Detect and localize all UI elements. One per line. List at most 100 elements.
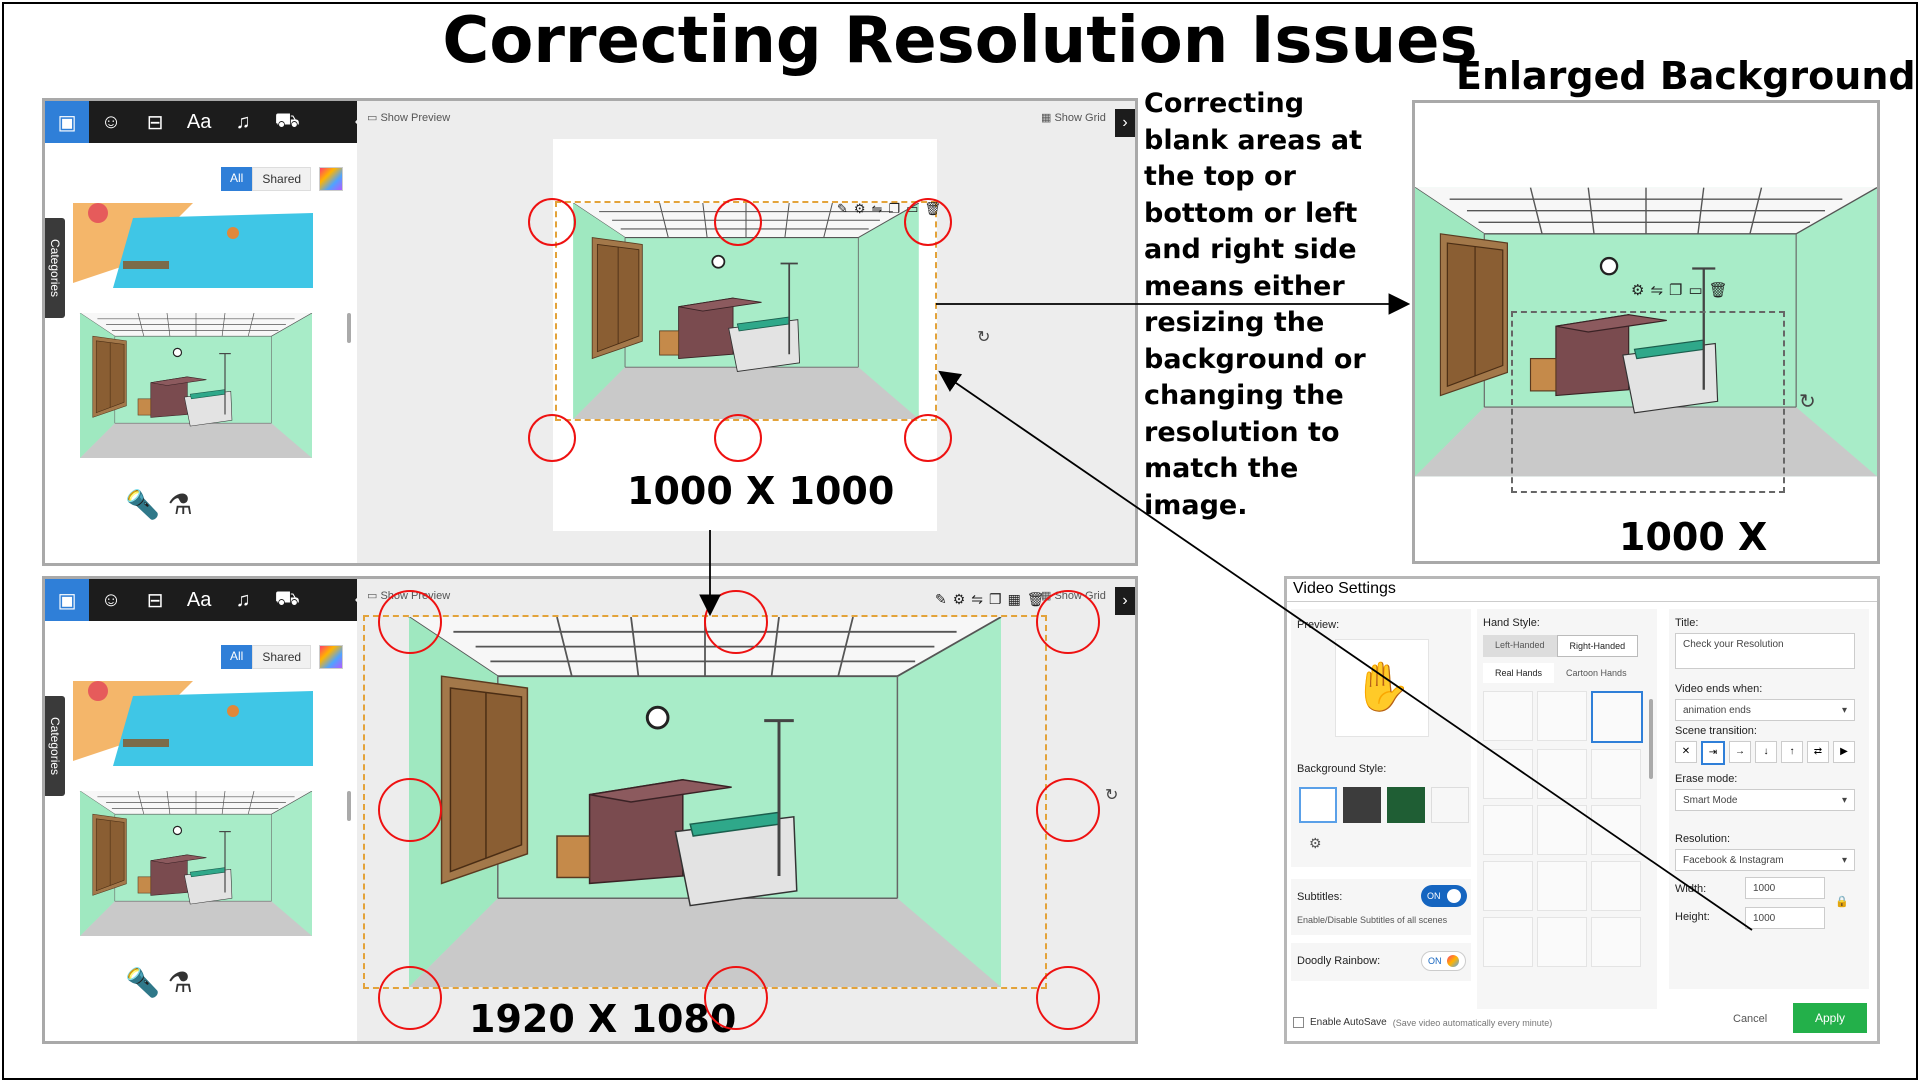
expand-panel-icon[interactable]: › [1115, 109, 1135, 137]
image-icon[interactable]: ▣ [45, 101, 90, 143]
medical-equipment-thumbnail[interactable]: 🔦 ⚗ [125, 489, 193, 520]
hand-option[interactable] [1537, 861, 1587, 911]
hand-option[interactable] [1537, 805, 1587, 855]
resize-handle[interactable] [714, 198, 762, 246]
sidebar-scrollbar[interactable] [347, 313, 351, 343]
hand-option[interactable] [1591, 917, 1641, 967]
autosave-checkbox[interactable] [1293, 1017, 1304, 1028]
bg-style-green[interactable] [1387, 787, 1425, 823]
width-input[interactable]: 1000 [1745, 877, 1825, 899]
scene-transition-options: ✕ ⇥ → ↓ ↑ ⇄ ▶ [1675, 741, 1855, 765]
transition-icon[interactable]: ↑ [1781, 741, 1803, 763]
show-preview-link[interactable]: ▭ Show Preview [367, 112, 451, 124]
left-handed-button[interactable]: Left-Handed [1483, 635, 1557, 657]
resize-handle[interactable] [1036, 966, 1100, 1030]
resize-handle[interactable] [378, 778, 442, 842]
people-icon[interactable]: ☺ [100, 110, 122, 133]
resize-handle[interactable] [904, 414, 952, 462]
right-handed-button[interactable]: Right-Handed [1556, 635, 1639, 657]
show-grid-link[interactable]: ▦ Show Grid [1041, 112, 1106, 124]
hand-option[interactable] [1591, 805, 1641, 855]
image-icon[interactable]: ▣ [45, 579, 90, 621]
medical-equipment-thumbnail[interactable]: 🔦 ⚗ [125, 967, 193, 998]
resize-handle[interactable] [1036, 590, 1100, 654]
hand-option[interactable] [1483, 691, 1533, 741]
cart-icon[interactable]: ⛟ [274, 109, 300, 132]
hand-option[interactable] [1591, 861, 1641, 911]
box-icon[interactable]: ⊟ [146, 111, 164, 134]
hand-grid-scrollbar[interactable] [1649, 699, 1653, 779]
hand-option[interactable] [1537, 917, 1587, 967]
hand-option[interactable] [1483, 861, 1533, 911]
asset-toolbar: ▣ ☺ ⊟ Aa ♫ ⛟ ‹ [45, 101, 366, 143]
hand-option[interactable] [1537, 691, 1587, 741]
text-icon[interactable]: Aa [186, 588, 212, 611]
doodly-rainbow-label: Doodly Rainbow: [1297, 955, 1381, 967]
doodly-rainbow-toggle[interactable]: ON [1421, 951, 1466, 971]
title-input[interactable]: Check your Resolution [1675, 633, 1855, 669]
slide-transition-icon[interactable]: ⇥ [1701, 741, 1725, 765]
subtitles-section: Subtitles: ON Enable/Disable Subtitles o… [1291, 879, 1471, 935]
title-label: Title: [1675, 617, 1699, 629]
cart-icon[interactable]: ⛟ [274, 587, 300, 610]
categories-tab[interactable]: Categories [45, 218, 65, 318]
enlarged-selection-box [1511, 311, 1785, 493]
resize-handle[interactable] [714, 414, 762, 462]
resolution-select[interactable]: Facebook & Instagram▾ [1675, 849, 1855, 871]
cancel-button[interactable]: Cancel [1733, 1013, 1768, 1025]
music-icon[interactable]: ♫ [235, 588, 251, 611]
transition-icon[interactable]: → [1729, 741, 1751, 763]
filter-shared-button[interactable]: Shared [252, 167, 312, 191]
music-icon[interactable]: ♫ [235, 110, 251, 133]
video-ends-select[interactable]: animation ends▾ [1675, 699, 1855, 721]
rainbow-filter-icon[interactable] [319, 645, 343, 669]
hand-option[interactable] [1591, 749, 1641, 799]
hand-preview-image: ✋ [1335, 639, 1429, 737]
transition-icon[interactable]: ⇄ [1807, 741, 1829, 763]
hand-option[interactable] [1483, 917, 1533, 967]
autosave-help: (Save video automatically every minute) [1392, 1017, 1553, 1028]
expand-panel-icon[interactable]: › [1115, 587, 1135, 615]
bg-style-dark[interactable] [1343, 787, 1381, 823]
doodly-rainbow-section: Doodly Rainbow: ON [1291, 943, 1471, 981]
subtitles-toggle[interactable]: ON [1421, 885, 1467, 907]
resize-handle[interactable] [904, 198, 952, 246]
text-icon[interactable]: Aa [186, 110, 212, 133]
cartoon-hands-tab[interactable]: Cartoon Hands [1566, 668, 1627, 678]
rainbow-filter-icon[interactable] [319, 167, 343, 191]
hand-type-tabs: Real Hands Cartoon Hands [1483, 663, 1639, 683]
filter-shared-button[interactable]: Shared [252, 645, 312, 669]
resize-handle[interactable] [528, 414, 576, 462]
video-transition-icon[interactable]: ▶ [1833, 741, 1855, 763]
rotate-icon[interactable]: ↻ [1799, 391, 1816, 413]
height-input[interactable]: 1000 [1745, 907, 1825, 929]
resize-handle[interactable] [378, 590, 442, 654]
rotate-icon[interactable]: ↻ [977, 329, 991, 346]
resize-handle[interactable] [528, 198, 576, 246]
resize-handle[interactable] [704, 966, 768, 1030]
transition-icon[interactable]: ↓ [1755, 741, 1777, 763]
resize-handle[interactable] [704, 590, 768, 654]
hand-option[interactable] [1483, 805, 1533, 855]
filter-all-button[interactable]: All [221, 645, 253, 669]
filter-all-button[interactable]: All [221, 167, 253, 191]
sidebar-scrollbar[interactable] [347, 791, 351, 821]
handedness-segment: Left-Handed Right-Handed [1483, 635, 1639, 657]
resize-handle[interactable] [378, 966, 442, 1030]
hand-option-selected[interactable] [1591, 691, 1643, 743]
apply-button[interactable]: Apply [1793, 1003, 1867, 1033]
rotate-icon[interactable]: ↻ [1105, 787, 1119, 804]
real-hands-tab[interactable]: Real Hands [1483, 663, 1555, 683]
lock-aspect-icon[interactable]: 🔒 [1835, 896, 1849, 908]
chevron-down-icon: ▾ [1841, 705, 1847, 716]
no-transition-icon[interactable]: ✕ [1675, 741, 1697, 763]
bg-style-light[interactable] [1431, 787, 1469, 823]
erase-mode-select[interactable]: Smart Mode▾ [1675, 789, 1855, 811]
resize-handle[interactable] [1036, 778, 1100, 842]
bg-style-white[interactable] [1299, 787, 1337, 823]
chevron-down-icon: ▾ [1841, 795, 1847, 806]
people-icon[interactable]: ☺ [100, 588, 122, 611]
categories-tab[interactable]: Categories [45, 696, 65, 796]
box-icon[interactable]: ⊟ [146, 589, 164, 612]
gear-icon[interactable]: ⚙ [1309, 835, 1322, 851]
